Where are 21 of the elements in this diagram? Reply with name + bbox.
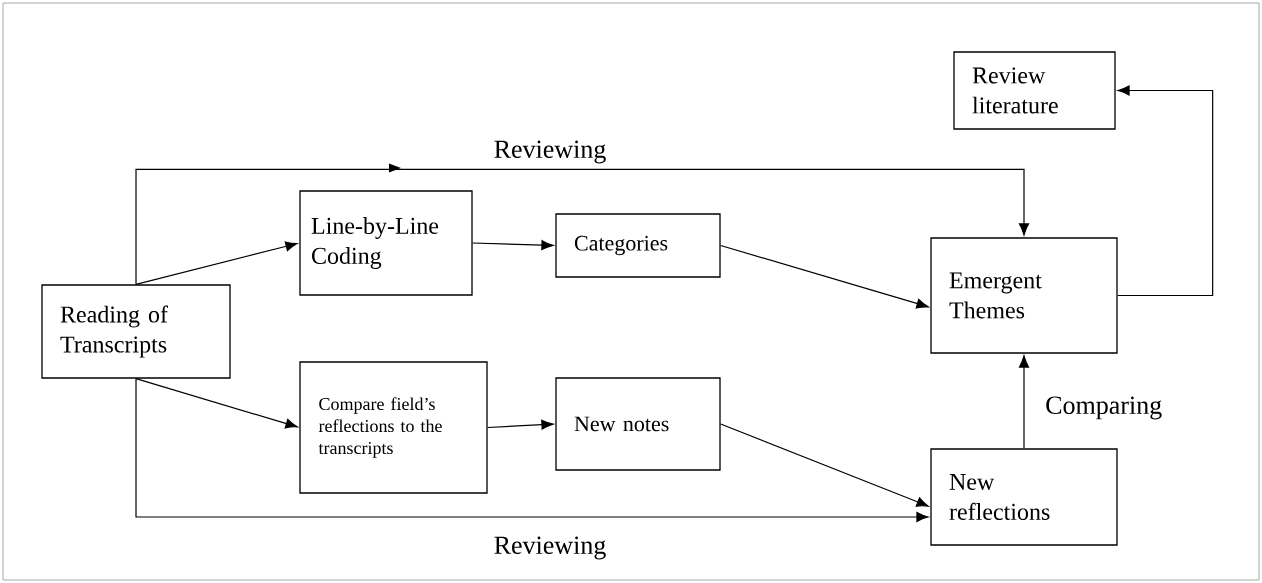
arrow (135, 378, 929, 522)
process-box: Emergent Themes (930, 237, 1118, 354)
edge-label: Comparing (1043, 394, 1165, 422)
process-box: Line-by-Line Coding (299, 190, 473, 296)
process-box: Review literature (953, 51, 1116, 130)
arrow (720, 423, 929, 507)
process-box: Categories (555, 213, 721, 278)
arrow (487, 419, 554, 430)
arrow (720, 244, 929, 309)
arrow (472, 240, 554, 251)
arrow (135, 163, 1030, 285)
arrow (1018, 355, 1030, 449)
edge-label: Reviewing (491, 534, 609, 562)
arrow (135, 241, 298, 285)
process-box: New notes (555, 377, 721, 471)
edge-label: Reviewing (491, 138, 609, 166)
arrow (135, 378, 298, 429)
process-box: New reflections (930, 448, 1118, 546)
process-box: Compare field’s reflections to the transcripts (299, 361, 488, 494)
process-box: Reading of Transcripts (41, 284, 231, 379)
arrow (1117, 85, 1214, 297)
